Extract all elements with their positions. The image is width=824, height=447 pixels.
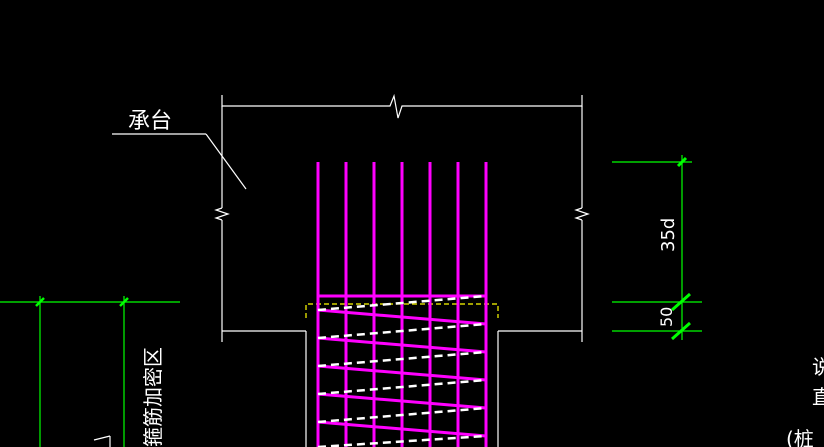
dim-label-35d: 35d (658, 218, 679, 252)
pile-cap-outline (214, 93, 590, 447)
left-dimension (0, 296, 180, 447)
note-partial-1: 说 (812, 355, 824, 379)
spiral-stirrups-front (317, 294, 487, 438)
dim-tick-icon (35, 297, 129, 307)
note-partial-2: 直 (812, 385, 824, 409)
right-break-icon (574, 207, 590, 221)
section-mark (93, 435, 111, 447)
note-partial-3: (桩 (786, 427, 814, 447)
cap-label: 承台 (128, 109, 172, 134)
dim-label-50: 50 (657, 307, 676, 327)
right-dimension (612, 155, 702, 340)
dim-tick-icon (671, 156, 691, 341)
zone-label: 箍筋加密区 (141, 347, 165, 447)
left-break-icon (214, 207, 230, 221)
pile-top-hidden-line (305, 303, 499, 318)
cap-leader (112, 133, 247, 190)
spiral-stirrups-back (317, 294, 487, 447)
